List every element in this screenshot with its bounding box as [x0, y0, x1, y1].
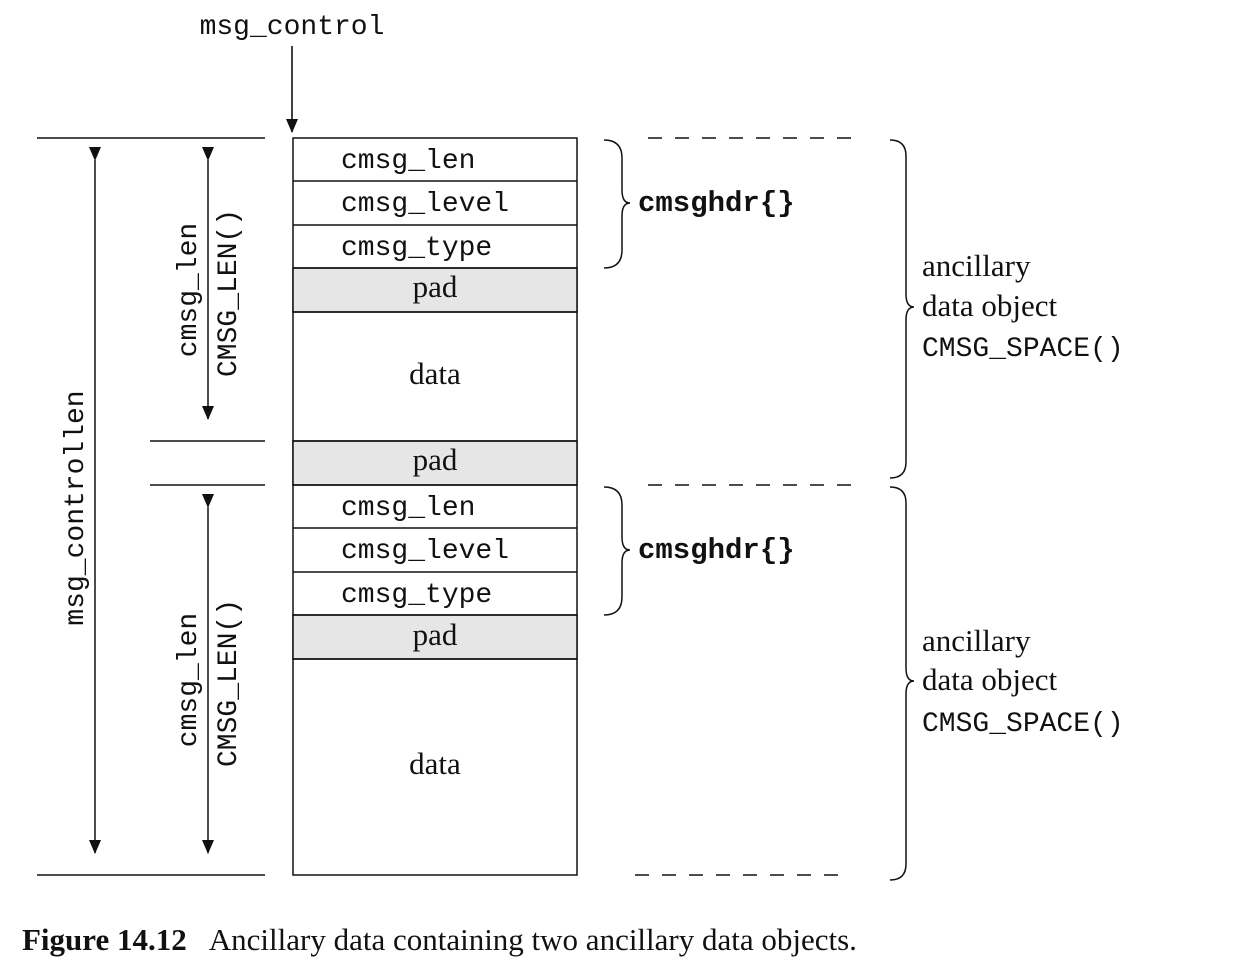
figure-caption: Figure 14.12 Ancillary data containing tw… [22, 922, 857, 958]
field-cmsg-type: cmsg_type [341, 233, 492, 264]
buffer-stack [292, 137, 578, 876]
pad-cell-1 [292, 267, 578, 313]
cmsg-len-vertical-label: cmsg_len [174, 613, 205, 747]
ancillary-object-brace [889, 486, 915, 881]
cmsghdr-label: cmsghdr{} [638, 534, 795, 567]
pad-label: pad [413, 269, 458, 304]
msg-control-label: msg_control [200, 12, 385, 43]
figure-number: Figure 14.12 [22, 922, 187, 957]
data-label: data [409, 356, 461, 391]
field-cmsg-type: cmsg_type [341, 580, 492, 611]
ancillary-object-label: data object [922, 288, 1058, 323]
ancillary-object-label: ancillary [922, 623, 1031, 658]
field-cmsg-level: cmsg_level [341, 536, 509, 567]
pad-label: pad [413, 617, 458, 652]
cmsg-len-vertical-label: cmsg_len [174, 223, 205, 357]
ancillary-object-label: ancillary [922, 248, 1031, 283]
dashed-extension-lines [635, 137, 862, 876]
pad-label: pad [413, 442, 458, 477]
pad-cell-3 [292, 614, 578, 660]
cmsg-space-label: CMSG_SPACE() [922, 709, 1124, 740]
field-cmsg-len: cmsg_len [341, 493, 475, 524]
cmsghdr-label: cmsghdr{} [638, 187, 795, 220]
cmsg-space-label: CMSG_SPACE() [922, 334, 1124, 365]
ancillary-object-label: data object [922, 662, 1058, 697]
stack-outline [292, 137, 578, 876]
cmsghdr-brace [603, 486, 631, 616]
extension-lines [37, 137, 265, 876]
msg-controllen-label: msg_controllen [61, 390, 92, 625]
cmsghdr-brace [603, 139, 631, 269]
field-cmsg-level: cmsg_level [341, 189, 509, 220]
cmsg-len-macro-label: CMSG_LEN() [214, 599, 245, 767]
pad-cell-2 [292, 440, 578, 486]
ancillary-object-brace [889, 139, 915, 479]
data-label: data [409, 746, 461, 781]
field-cmsg-len: cmsg_len [341, 146, 475, 177]
cmsg-len-macro-label: CMSG_LEN() [214, 209, 245, 377]
figure-caption-text: Ancillary data containing two ancillary … [208, 922, 857, 957]
